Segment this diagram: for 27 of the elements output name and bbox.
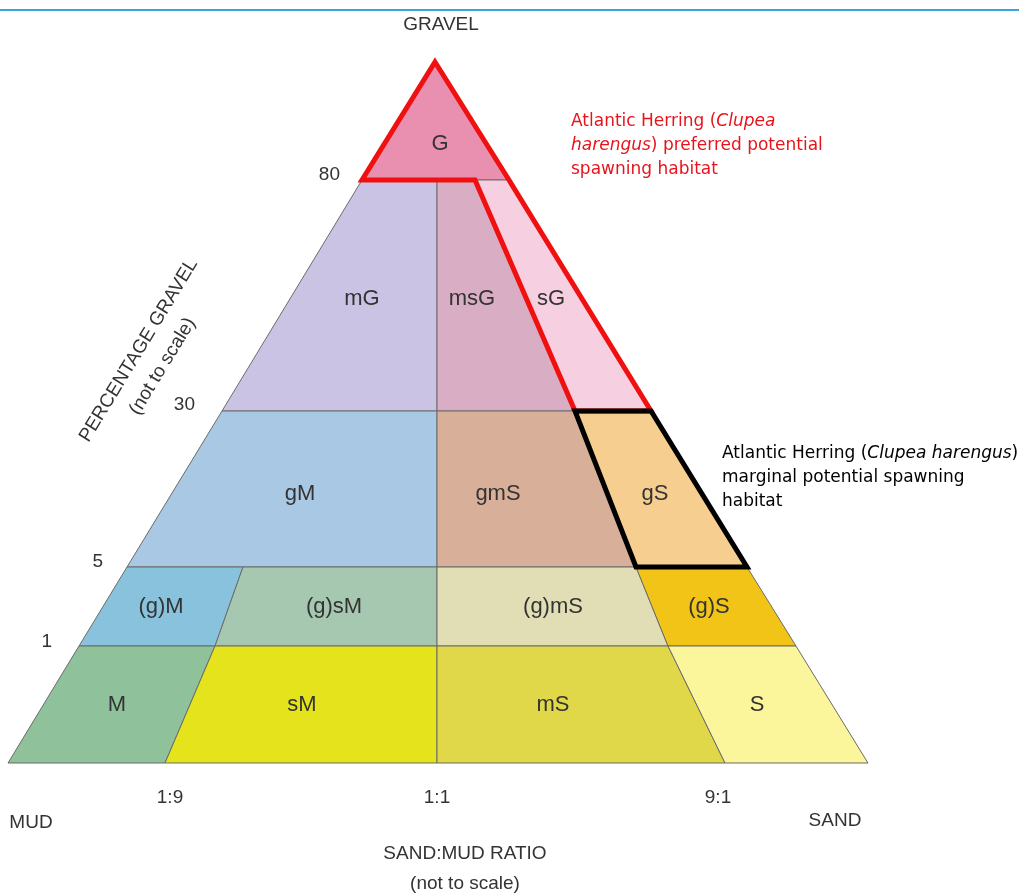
axis-tick-label: 1:1: [423, 786, 451, 808]
region-code: sM: [287, 691, 317, 717]
axis-end-label: GRAVEL: [403, 13, 479, 35]
annotation-text: Atlantic Herring (Clupea harengus) marginal potential spawning habitat: [722, 441, 1019, 512]
axis-tick-label: 1:9: [156, 786, 184, 808]
region-code: msG: [448, 285, 496, 311]
axis-tick-label: 80: [318, 163, 340, 185]
region-code: mG: [344, 285, 380, 311]
axis-subtitle: (not to scale): [410, 872, 520, 894]
axis-end-label: MUD: [9, 811, 53, 833]
axis-tick-label: 1: [41, 630, 52, 652]
region-code: (g)M: [138, 593, 184, 619]
axis-tick-label: 9:1: [704, 786, 732, 808]
axis-end-label: SAND: [808, 809, 862, 831]
region-code: (g)sM: [305, 593, 363, 619]
region-code: G: [431, 130, 449, 156]
region-code: gS: [641, 480, 669, 506]
region-code: gM: [284, 480, 316, 506]
region-code: S: [749, 691, 765, 717]
region-code: (g)S: [688, 593, 730, 619]
axis-tick-label: 5: [92, 550, 103, 572]
region-code: sG: [536, 285, 566, 311]
axis-tick-label: 30: [173, 393, 195, 415]
region-code: M: [107, 691, 127, 717]
annotation-text: Atlantic Herring (Clupea harengus) preferred potential spawning habitat: [571, 109, 824, 180]
region-code: gmS: [475, 480, 521, 506]
axis-title: SAND:MUD RATIO: [383, 842, 547, 864]
